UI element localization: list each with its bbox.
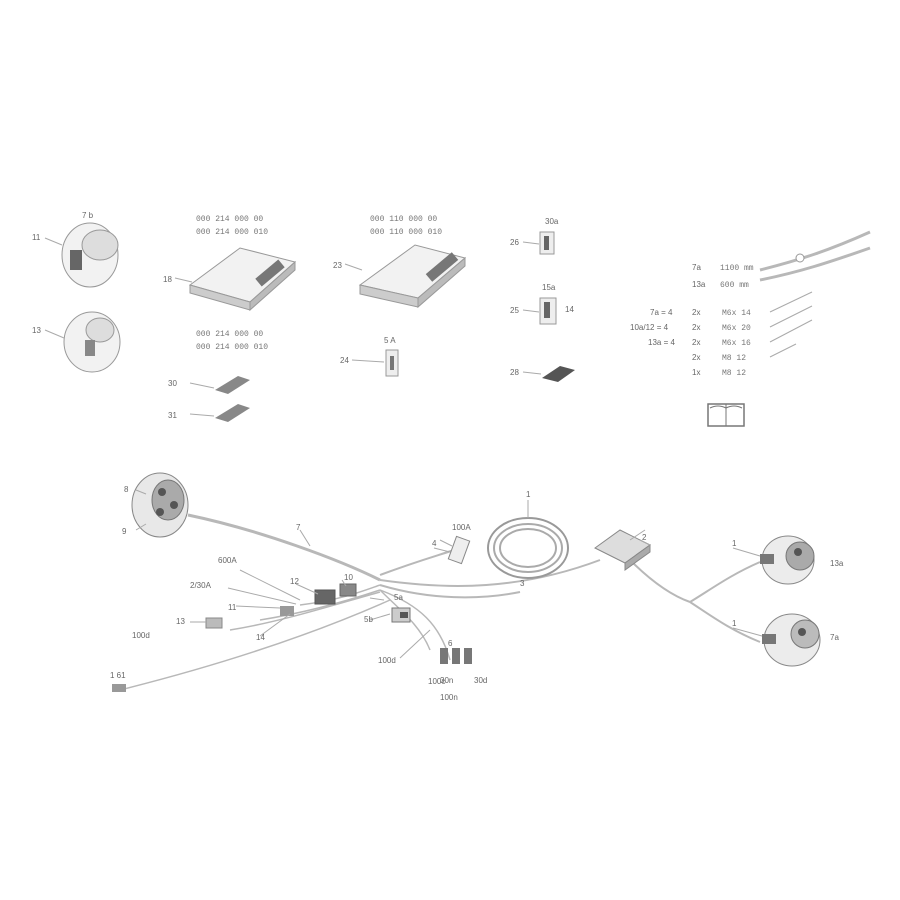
relay-24 [351,349,399,377]
wire-tag-230a: 2/30A [190,581,212,590]
screw-5-qty: 1x [692,368,700,377]
control-box [594,529,651,571]
screw-2-qty: 2x [692,323,700,332]
plate-30-label: 30 [168,379,177,388]
module-code-b1: 000 110 000 00 [370,215,437,224]
callout-lines [190,529,651,659]
relay-4 [439,535,471,565]
wire-tag-161: 1 61 [110,671,126,680]
fuse-26-tag: 30a [545,217,559,226]
screw-3-spec: M6x 16 [722,339,751,348]
callout-13: 13 [176,617,185,626]
plug-7a [732,613,821,667]
screw-5-spec: M8 12 [722,369,746,378]
callout-12: 12 [290,577,299,586]
callout-3: 3 [520,579,525,588]
callout-10: 10 [344,573,353,582]
fuse-26 [522,231,555,255]
cable-1-length: 1100 mm [720,264,754,273]
wire-tag-100d-left: 100d [132,631,150,640]
socket-13-label: 13 [32,326,41,335]
book-icon [707,403,745,427]
plate-31 [189,404,250,422]
fuse-25 [522,297,557,325]
callout-1-plug-a: 1 [732,539,737,548]
screw-2-ref: 10a/12 = 4 [630,323,669,332]
fuse-28 [522,366,575,382]
plate-code-2: 000 214 000 010 [196,343,268,352]
socket-tag: 7 b [82,211,94,220]
wire-tag-30d: 30d [474,676,487,685]
callout-4: 4 [432,539,437,548]
fuse-25-label: 25 [510,306,519,315]
cable-2-length: 600 mm [720,281,749,290]
plug-tag-13a: 13a [830,559,844,568]
screw-2-spec: M6x 20 [722,324,751,333]
screw-3-ref: 13a = 4 [648,338,675,347]
screw-1-spec: M6x 14 [722,309,751,318]
callout-5b: 5b [364,615,373,624]
cable-coil [487,500,569,579]
cable-1-label: 7a [692,263,701,272]
wire-tag-100a: 100A [452,523,471,532]
screw-table: 7a = 4 2x M6x 14 10a/12 = 4 2x M6x 20 13… [630,291,813,378]
fuse-26-label: 26 [510,238,519,247]
callout-8: 8 [124,485,129,494]
module-code-b2: 000 110 000 010 [370,228,442,237]
screw-1-ref: 7a = 4 [650,308,673,317]
callout-5a: 5a [394,593,403,602]
callout-6: 6 [448,639,453,648]
socket-13 [44,311,121,373]
socket-11-label: 11 [32,233,41,242]
screw-4-qty: 2x [692,353,700,362]
wire-tag-100n: 100n [440,693,458,702]
relay-24-label: 24 [340,356,349,365]
plate-31-label: 31 [168,411,177,420]
plate-code-1: 000 214 000 00 [196,330,263,339]
plate-30 [189,376,250,394]
harness-wires [119,513,761,691]
callout-1-plug-b: 1 [732,619,737,628]
callout-2: 2 [642,533,647,542]
module-code-a1: 000 214 000 00 [196,215,263,224]
wire-tag-600a: 600A [218,556,237,565]
screw-1-qty: 2x [692,308,700,317]
connector-cluster [112,583,472,692]
callout-14: 14 [256,633,265,642]
callout-9: 9 [122,527,127,536]
wire-tag-100d-mid: 100d [378,656,396,665]
callout-1: 1 [526,490,531,499]
wire-tag-30n: 30n [440,676,453,685]
plug-tag-7a: 7a [830,633,839,642]
module-18-label: 18 [163,275,172,284]
module-code-a2: 000 214 000 010 [196,228,268,237]
callout-7: 7 [296,523,301,532]
callout-11: 11 [228,603,237,612]
cable-2-label: 13a [692,280,706,289]
module-23 [344,244,467,309]
relay-tag: 5 A [384,336,396,345]
screw-3-qty: 2x [692,338,700,347]
connector-8-9 [131,472,189,538]
module-18 [174,247,297,312]
wire-tag-100c: 100c [428,677,445,686]
fuse-28-label: 28 [510,368,519,377]
socket-11 [44,222,119,288]
screw-4-spec: M8 12 [722,354,746,363]
plug-13a [732,535,815,585]
cable-set [759,230,871,282]
fuse-25-tag-2: 14 [565,305,574,314]
module-23-label: 23 [333,261,342,270]
fuse-25-tag: 15a [542,283,556,292]
